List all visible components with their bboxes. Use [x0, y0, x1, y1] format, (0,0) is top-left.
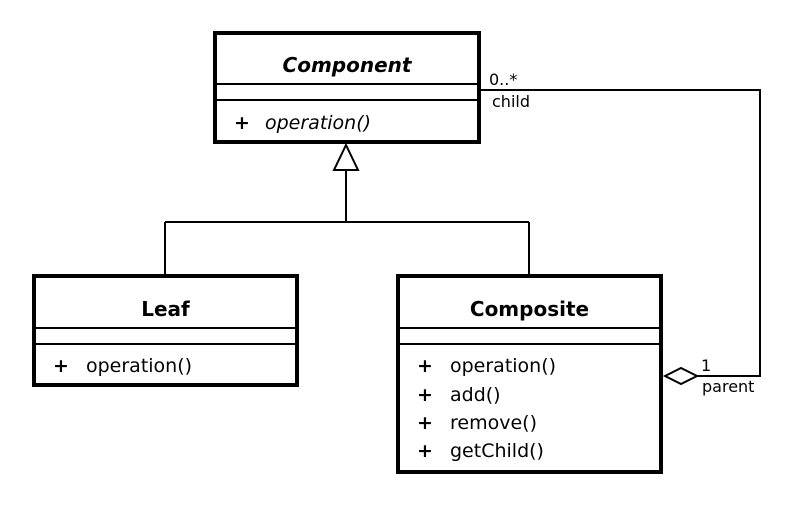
component-class: Component + operation() [213, 31, 481, 144]
composite-operation: operation() [450, 355, 557, 377]
component-operation: operation() [265, 112, 372, 134]
composite-getchild-operation: getChild() [450, 440, 544, 462]
visibility-public: + [417, 355, 433, 377]
composite-class: Composite + operation() + add() + remove… [396, 274, 663, 474]
composite-name-separator [400, 327, 659, 329]
aggregation-diamond [662, 366, 700, 386]
component-attributes-separator [217, 99, 477, 101]
leaf-class-name: Leaf [141, 297, 190, 321]
visibility-public: + [417, 440, 433, 462]
leaf-name-separator [36, 327, 295, 329]
composite-attributes-separator [400, 343, 659, 345]
component-name-separator [217, 83, 477, 85]
parent-role-label: parent [702, 377, 755, 396]
leaf-operation: operation() [86, 355, 193, 377]
child-multiplicity-label: 0..* [489, 70, 518, 89]
visibility-public: + [53, 355, 69, 377]
child-role-label: child [492, 92, 530, 111]
visibility-public: + [417, 412, 433, 434]
parent-multiplicity-label: 1 [701, 356, 712, 375]
leaf-attributes-separator [36, 343, 295, 345]
visibility-public: + [234, 112, 250, 134]
composite-remove-operation: remove() [450, 412, 537, 434]
generalization-arrowhead [332, 142, 360, 171]
component-class-name: Component [282, 53, 412, 77]
leaf-class: Leaf + operation() [32, 274, 299, 387]
visibility-public: + [417, 384, 433, 406]
generalization-connector [164, 170, 530, 276]
composite-add-operation: add() [450, 384, 501, 406]
aggregation-association-line [479, 89, 761, 377]
composite-class-name: Composite [469, 297, 590, 321]
